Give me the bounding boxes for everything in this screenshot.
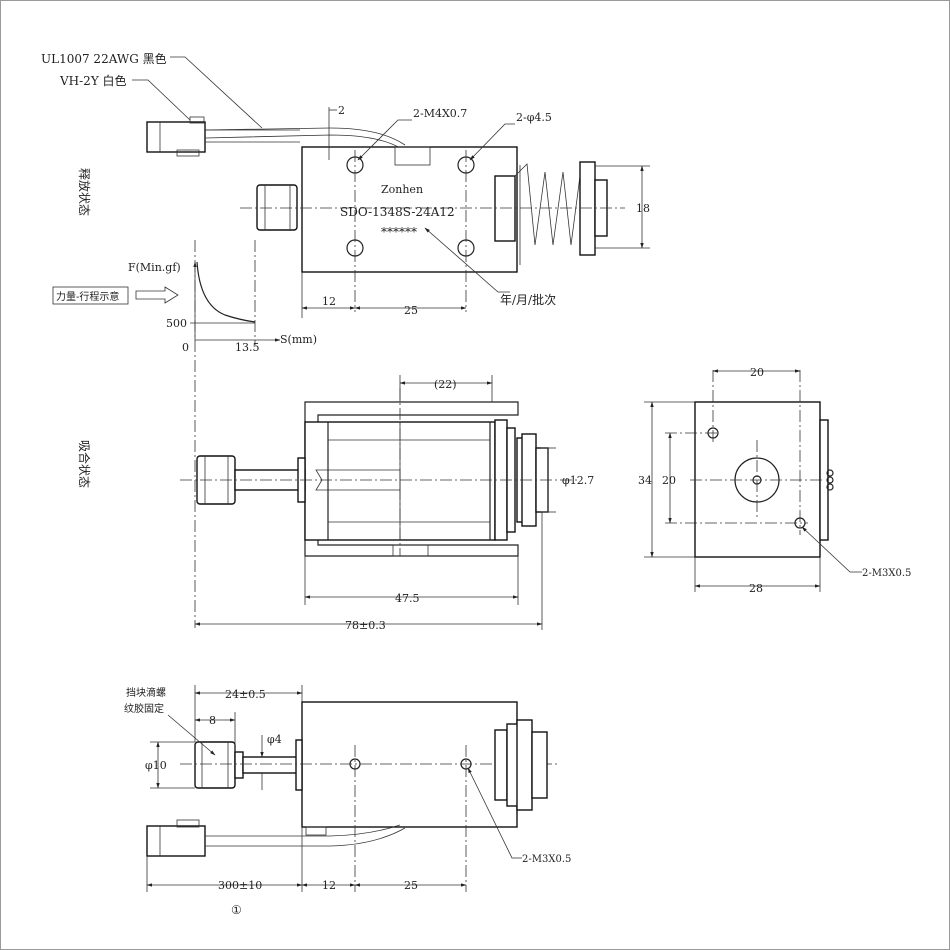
end-view: 20 34 20 28 2-M3X0.5 bbox=[638, 366, 911, 595]
force-axis-label: F(Min.gf) bbox=[128, 261, 181, 274]
dim-34: 34 bbox=[638, 474, 652, 487]
dim-300: 300±10 bbox=[218, 879, 262, 892]
force-curve-line bbox=[196, 261, 256, 323]
dim-12-bottom: 12 bbox=[322, 879, 336, 892]
bottom-view: 挡块滴螺 纹胶固定 24±0.5 8 φ4 φ10 2-M3X0.5 300±1… bbox=[124, 685, 571, 917]
dim-20-side: 20 bbox=[662, 474, 676, 487]
dim-phi10: φ10 bbox=[145, 759, 167, 772]
dim-20-top: 20 bbox=[750, 366, 764, 379]
dim-12-top: 12 bbox=[322, 295, 336, 308]
frame-outline bbox=[304, 401, 519, 557]
middle-view: (22) φ12.7 47.5 78±0.3 bbox=[180, 375, 594, 632]
dim-475: 47.5 bbox=[395, 592, 420, 605]
end-body bbox=[694, 401, 821, 558]
connector-bottom bbox=[146, 825, 206, 857]
body-bottom bbox=[301, 701, 518, 828]
dim-24: 24±0.5 bbox=[225, 688, 266, 701]
stopper-note-1: 挡块滴螺 bbox=[126, 686, 166, 699]
dim-28: 28 bbox=[749, 582, 763, 595]
force-value: 500 bbox=[166, 317, 187, 330]
force-note-box bbox=[52, 286, 129, 305]
logo-text: Zonhen bbox=[381, 183, 423, 196]
wire-spec-label: UL1007 22AWG 黑色 bbox=[41, 52, 167, 66]
top-view: Zonhen SDO-1348S-24A12 ****** UL1007 22A… bbox=[41, 52, 650, 318]
dim-18: 18 bbox=[636, 202, 650, 215]
circle-note: ① bbox=[231, 903, 242, 917]
connector-spec-label: VH-2Y 白色 bbox=[59, 73, 127, 88]
plunger-head-bottom bbox=[194, 741, 236, 789]
spring-cap bbox=[494, 175, 516, 242]
force-curve: F(Min.gf) S(mm) 500 0 13.5 力量-行程示意 bbox=[52, 240, 317, 628]
released-state-label: 释放状态 bbox=[77, 168, 92, 216]
holes-phi45-label: 2-φ4.5 bbox=[516, 111, 552, 124]
stars-mark: ****** bbox=[381, 225, 417, 239]
spring-disc bbox=[579, 161, 596, 256]
dim-phi127: φ12.7 bbox=[562, 474, 594, 487]
connector-top bbox=[146, 116, 300, 157]
attracted-state-label: 吸合状态 bbox=[77, 440, 92, 488]
force-note: 力量-行程示意 bbox=[56, 290, 119, 303]
body-notch bbox=[394, 146, 431, 166]
stroke-axis-label: S(mm) bbox=[280, 333, 317, 346]
dim-phi4: φ4 bbox=[267, 733, 282, 746]
origin-label: 0 bbox=[182, 341, 189, 354]
arrow-right-icon bbox=[135, 286, 179, 304]
dim-8: 8 bbox=[209, 714, 216, 727]
plunger-head-top bbox=[256, 184, 298, 231]
spring-icon bbox=[514, 163, 581, 246]
dim-25-bottom: 25 bbox=[404, 879, 418, 892]
part-number: SDO-1348S-24A12 bbox=[340, 205, 455, 219]
body-top bbox=[301, 146, 518, 273]
dim-78: 78±0.3 bbox=[345, 619, 386, 632]
stroke-value: 13.5 bbox=[235, 341, 260, 354]
wire-top bbox=[204, 127, 406, 146]
dim-22: (22) bbox=[434, 378, 457, 391]
dim-25-top: 25 bbox=[404, 304, 418, 317]
holes-m4-label: 2-M4X0.7 bbox=[413, 107, 467, 120]
stopper-note-2: 纹胶固定 bbox=[124, 702, 164, 715]
plunger-rod-bottom bbox=[242, 756, 299, 774]
dim-2: 2 bbox=[338, 104, 345, 117]
date-note: 年/月/批次 bbox=[500, 292, 556, 307]
holes-m3-bottom-label: 2-M3X0.5 bbox=[522, 854, 571, 865]
holes-m3-right-label: 2-M3X0.5 bbox=[862, 568, 911, 579]
